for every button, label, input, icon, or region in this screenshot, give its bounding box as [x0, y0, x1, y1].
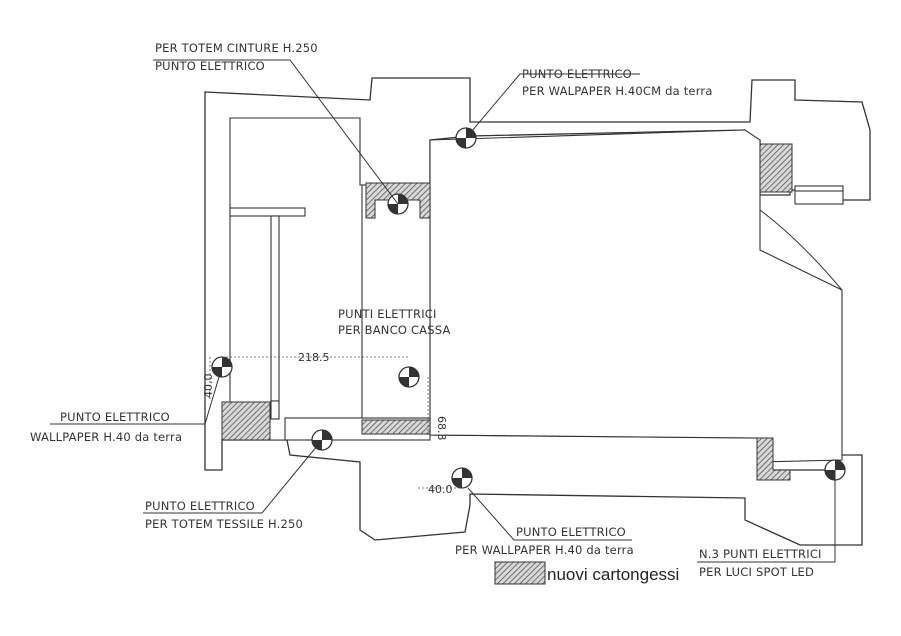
dimension-left-vertical: 40.0	[202, 374, 215, 399]
main-room	[429, 129, 844, 463]
outlet-wallpaper-bottom-icon	[451, 467, 473, 489]
legend-label: nuovi cartongessi	[547, 565, 679, 584]
label-totem-cinture-line2: PUNTO ELETTRICO	[155, 59, 265, 73]
leader-lines	[50, 59, 836, 563]
partition-left	[229, 207, 306, 420]
label-spot-led-line1: N.3 PUNTI ELETTRICI	[699, 547, 822, 561]
label-totem-cinture-line1: PER TOTEM CINTURE H.250	[155, 41, 318, 55]
legend-swatch	[494, 561, 546, 585]
label-wallpaper-left-line1: PUNTO ELETTRICO	[60, 410, 170, 424]
dimension-center-vertical: 68.3	[435, 416, 448, 441]
legend: nuovi cartongessi	[494, 561, 679, 585]
dimension-bottom: 40.0	[428, 483, 453, 496]
outlet-banco-cassa-icon	[398, 366, 420, 388]
label-banco-cassa-line2: PER BANCO CASSA	[338, 323, 451, 337]
label-banco-cassa-line1: PUNTI ELETTRICI	[338, 307, 437, 321]
dimension-lines	[209, 356, 462, 489]
label-wallpaper-left-line2: WALLPAPER H.40 da terra	[30, 430, 182, 444]
new-plasterboard	[221, 143, 793, 481]
label-walpaper-top-line1: PUNTO ELETTRICO	[522, 67, 632, 81]
label-wallpaper-bottom-line2: PER WALLPAPER H.40 da terra	[455, 543, 634, 557]
label-totem-tessile-line2: PER TOTEM TESSILE H.250	[145, 517, 303, 531]
label-wallpaper-bottom-line1: PUNTO ELETTRICO	[516, 525, 626, 539]
dimension-horizontal: 218.5	[298, 351, 330, 364]
label-spot-led-line2: PER LUCI SPOT LED	[699, 565, 814, 579]
label-totem-tessile-line1: PUNTO ELETTRICO	[145, 499, 255, 513]
label-walpaper-top-line2: PER WALPAPER H.40CM da terra	[522, 84, 713, 98]
